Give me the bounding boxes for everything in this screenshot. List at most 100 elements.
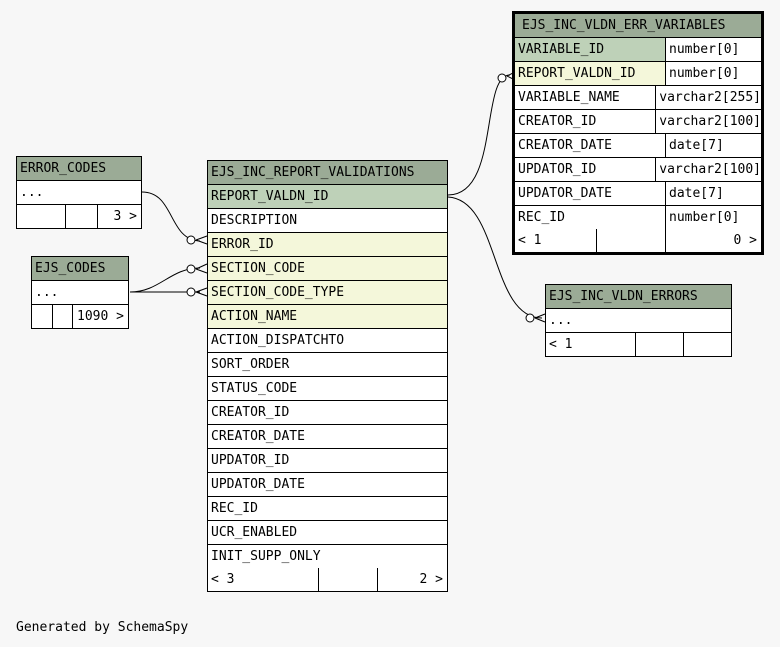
table-row[interactable]: SORT_ORDER <box>208 353 447 377</box>
footer-right[interactable]: 0 > <box>665 229 761 252</box>
table-row[interactable]: REC_ID number[0] <box>515 206 761 229</box>
footer-mid <box>65 205 97 228</box>
table-row[interactable]: UPDATOR_DATE date[7] <box>515 182 761 206</box>
table-row[interactable]: UPDATOR_DATE <box>208 473 447 497</box>
edge-end-marker <box>186 264 196 274</box>
footer-left[interactable]: < 1 <box>549 337 573 352</box>
edge-end-marker <box>186 287 196 297</box>
column-type: number[0] <box>665 206 761 229</box>
table-row: ... <box>32 281 128 305</box>
column-name: SORT_ORDER <box>211 357 290 372</box>
table-row[interactable]: REC_ID <box>208 497 447 521</box>
table-row: ... <box>546 309 731 333</box>
footer-left[interactable]: < 1 <box>518 233 542 248</box>
table-ejs-codes[interactable]: EJS_CODES ... 1090 > <box>31 256 129 329</box>
footer-left[interactable]: < 3 <box>211 572 235 587</box>
edge-error-codes <box>141 191 201 242</box>
column-name: UPDATOR_DATE <box>518 186 612 201</box>
column-name: REC_ID <box>211 501 258 516</box>
edge-end-marker <box>497 73 507 83</box>
footer-left[interactable] <box>32 305 52 328</box>
column-type: number[0] <box>665 38 761 61</box>
table-footer: < 3 2 > <box>208 568 447 591</box>
table-row[interactable]: CREATOR_ID varchar2[100] <box>515 110 761 134</box>
footer-left[interactable] <box>17 205 65 228</box>
table-title: EJS_INC_REPORT_VALIDATIONS <box>208 161 447 185</box>
table-row[interactable]: CREATOR_DATE date[7] <box>515 134 761 158</box>
column-type: varchar2[100] <box>655 110 761 133</box>
column-name: ACTION_DISPATCHTO <box>211 333 345 348</box>
column-name: ERROR_ID <box>211 237 274 252</box>
column-name: UPDATOR_ID <box>211 453 290 468</box>
crowfoot-marker <box>195 287 208 297</box>
table-vldn-errors[interactable]: EJS_INC_VLDN_ERRORS ... < 1 <box>545 284 732 357</box>
edge-end-marker <box>525 313 535 323</box>
column-name: ... <box>549 313 573 328</box>
edge-err-variables <box>447 74 511 196</box>
column-name: SECTION_CODE_TYPE <box>211 285 345 300</box>
footer-right[interactable]: 1090 > <box>72 305 128 328</box>
column-name: DESCRIPTION <box>211 213 298 228</box>
column-name: REPORT_VALDN_ID <box>211 189 329 204</box>
table-title: EJS_INC_VLDN_ERR_VARIABLES <box>515 14 761 38</box>
table-row[interactable]: UPDATOR_ID <box>208 449 447 473</box>
table-row[interactable]: REPORT_VALDN_ID <box>208 185 447 209</box>
table-row[interactable]: SECTION_CODE_TYPE <box>208 281 447 305</box>
table-row[interactable]: ERROR_ID <box>208 233 447 257</box>
column-type: date[7] <box>665 182 761 205</box>
column-name: ACTION_NAME <box>211 309 298 324</box>
footer-right[interactable] <box>683 333 731 356</box>
column-name: UPDATOR_ID <box>518 162 597 177</box>
table-footer: 3 > <box>17 205 141 228</box>
crowfoot-marker <box>195 263 208 274</box>
table-row[interactable]: CREATOR_DATE <box>208 425 447 449</box>
edge-end-marker <box>186 235 196 245</box>
column-name: VARIABLE_ID <box>515 38 665 61</box>
column-name: STATUS_CODE <box>211 381 298 396</box>
table-row[interactable]: STATUS_CODE <box>208 377 447 401</box>
table-row[interactable]: ACTION_DISPATCHTO <box>208 329 447 353</box>
table-row[interactable]: SECTION_CODE <box>208 257 447 281</box>
footer-mid <box>318 568 377 591</box>
footer-mid <box>596 229 665 252</box>
footer-right[interactable]: 2 > <box>377 568 447 591</box>
table-footer: 1090 > <box>32 305 128 328</box>
table-error-codes[interactable]: ERROR_CODES ... 3 > <box>16 156 142 229</box>
column-name: CREATOR_ID <box>211 405 290 420</box>
column-type: date[7] <box>665 134 761 157</box>
column-name: INIT_SUPP_ONLY <box>211 549 321 564</box>
column-name: VARIABLE_NAME <box>518 90 620 105</box>
footer-mid <box>635 333 683 356</box>
column-name: ... <box>20 185 44 200</box>
table-title: EJS_INC_VLDN_ERRORS <box>546 285 731 309</box>
edge-ejs-codes-section-code <box>129 267 201 293</box>
table-row[interactable]: ACTION_NAME <box>208 305 447 329</box>
table-row[interactable]: UCR_ENABLED <box>208 521 447 545</box>
column-name: CREATOR_DATE <box>211 429 305 444</box>
table-row: ... <box>17 181 141 205</box>
table-footer: < 1 0 > <box>515 229 761 252</box>
column-type: varchar2[100] <box>655 158 761 181</box>
column-name: CREATOR_DATE <box>518 138 612 153</box>
column-name: REC_ID <box>518 210 565 225</box>
table-footer: < 1 <box>546 333 731 356</box>
table-row[interactable]: INIT_SUPP_ONLY <box>208 545 447 568</box>
table-row[interactable]: DESCRIPTION <box>208 209 447 233</box>
table-row[interactable]: CREATOR_ID <box>208 401 447 425</box>
footer-mid <box>52 305 72 328</box>
table-row[interactable]: UPDATOR_ID varchar2[100] <box>515 158 761 182</box>
table-title: EJS_CODES <box>32 257 128 281</box>
column-name: REPORT_VALDN_ID <box>515 62 665 85</box>
column-name: CREATOR_ID <box>518 114 597 129</box>
table-title: ERROR_CODES <box>17 157 141 181</box>
crowfoot-marker <box>534 313 546 323</box>
table-report-validations[interactable]: EJS_INC_REPORT_VALIDATIONS REPORT_VALDN_… <box>207 160 448 592</box>
column-type: number[0] <box>665 62 761 85</box>
column-name: SECTION_CODE <box>211 261 305 276</box>
footer-right[interactable]: 3 > <box>97 205 141 228</box>
column-name: UCR_ENABLED <box>211 525 298 540</box>
